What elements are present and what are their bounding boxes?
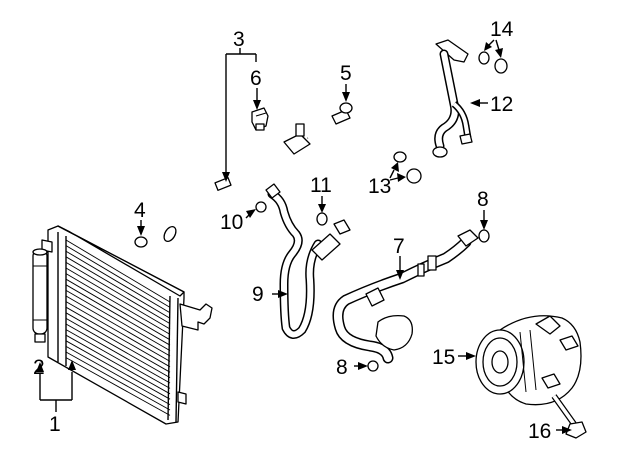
o-ring-11 [316, 212, 328, 226]
receiver-drier [32, 248, 48, 343]
callout-4: 4 [134, 199, 146, 222]
o-ring-13b [406, 168, 422, 184]
callout-1: 1 [49, 413, 61, 436]
compressor [475, 315, 582, 406]
callout-2: 2 [33, 356, 45, 379]
condenser-fin [65, 284, 171, 346]
condenser-fin [65, 267, 171, 330]
condenser-fin [65, 290, 171, 351]
condenser-fin [65, 318, 171, 378]
condenser-fin [65, 250, 171, 314]
condenser-fin [65, 256, 171, 319]
callout-12: 12 [490, 93, 513, 116]
condenser-fin [65, 306, 171, 368]
condenser-fin [65, 357, 171, 416]
callout-11: 11 [310, 174, 332, 197]
condenser-fin [65, 273, 171, 335]
condenser [41, 225, 213, 425]
condenser-fin [65, 340, 171, 400]
leader-lines [36, 39, 572, 434]
condenser-fin [65, 239, 171, 303]
condenser-fin [65, 351, 171, 411]
suction-line [265, 183, 351, 339]
callout-7: 7 [393, 235, 405, 258]
condenser-fin [65, 262, 171, 324]
o-ring-14a [478, 51, 490, 65]
manifold-line [432, 39, 473, 158]
o-ring-8-top [478, 229, 490, 243]
pressure-switch [251, 107, 269, 131]
condenser-fin [65, 329, 171, 389]
o-ring-8-bottom [367, 360, 379, 372]
condenser-fin [65, 301, 171, 362]
callout-9: 9 [252, 283, 264, 306]
o-ring-10 [255, 201, 267, 213]
discharge-hose [332, 229, 479, 364]
o-ring-14b [494, 58, 508, 74]
condenser-fin [65, 245, 171, 308]
condenser-fin [65, 295, 171, 357]
callout-16: 16 [528, 420, 551, 443]
condenser-fin [65, 278, 171, 341]
callout-8a: 8 [477, 188, 489, 211]
condenser-fin [65, 346, 171, 405]
condenser-fin [65, 323, 171, 384]
callout-13: 13 [368, 175, 391, 198]
callout-14: 14 [490, 18, 514, 41]
callout-15: 15 [432, 346, 455, 369]
callout-6: 6 [250, 67, 262, 90]
condenser-fin [65, 334, 171, 395]
o-ring-13a [393, 151, 407, 163]
callout-8b: 8 [336, 356, 348, 379]
condenser-fins [65, 239, 171, 416]
callout-5: 5 [340, 62, 352, 85]
o-ring-4 [134, 236, 148, 248]
callout-3: 3 [233, 28, 245, 51]
bolt [551, 394, 587, 439]
o-ring-5 [339, 102, 353, 114]
callout-10: 10 [220, 211, 243, 234]
condenser-fin [65, 312, 171, 373]
